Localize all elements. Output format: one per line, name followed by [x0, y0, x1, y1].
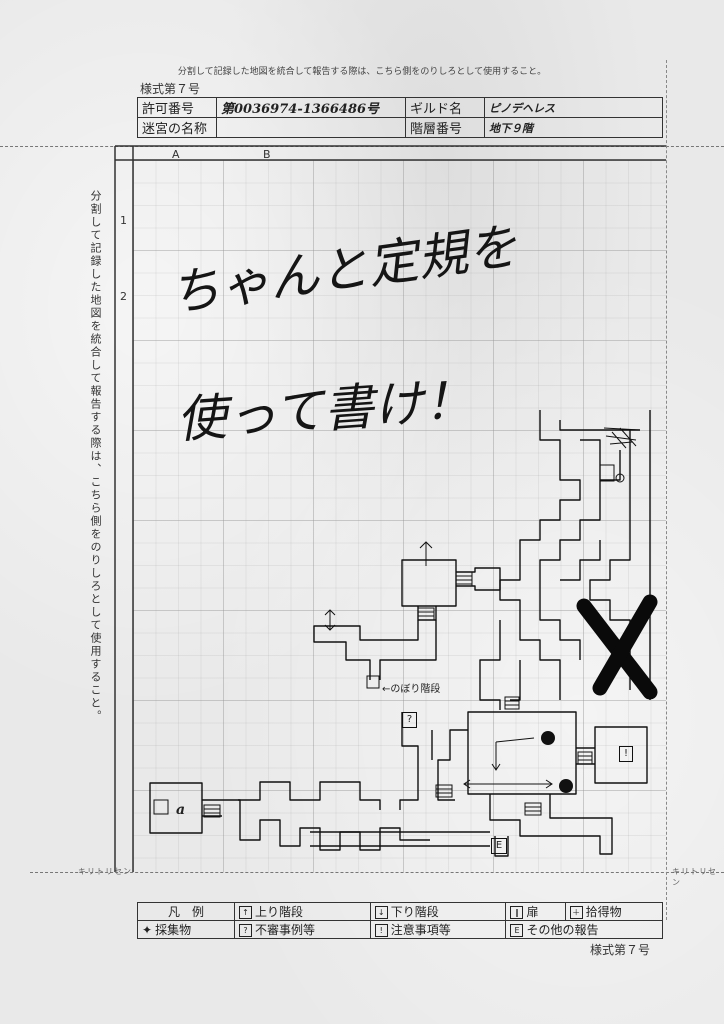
legend-down-stairs: ↓下り階段: [369, 902, 507, 921]
right-cut-line: [666, 60, 667, 920]
form-number-bottom: 様式第７号: [590, 943, 651, 957]
gather-icon: ✦: [142, 923, 153, 937]
legend-up-stairs: ↑上り階段: [234, 902, 371, 921]
cut-label-right: キリトリセン: [672, 867, 717, 887]
legend-title: 凡 例: [137, 902, 235, 921]
marker-e: E: [491, 838, 507, 854]
map-grid: [133, 160, 666, 872]
legend-caution: !注意事項等: [369, 920, 507, 939]
bottom-cut-line: [30, 872, 724, 873]
big-x-mark: [576, 594, 658, 700]
marker-a: a: [176, 802, 186, 818]
marker-question: ?: [402, 712, 417, 728]
row-header-2: 2: [120, 290, 127, 303]
form-number: 様式第７号: [140, 82, 201, 96]
floor-label: 階層番号: [405, 117, 485, 138]
legend-table: 凡 例 ↑上り階段 ↓下り階段 ‖扉 ＋拾得物 ✦採集物 ?不審事例等 !注意事…: [137, 902, 664, 939]
scribbled-area: [603, 427, 641, 449]
pickup-icon: ＋: [569, 906, 583, 919]
caution-icon: !: [374, 924, 388, 937]
cut-label-left: キリトリセン: [78, 867, 132, 876]
column-header-a: A: [172, 148, 180, 161]
legend-gather: ✦採集物: [137, 920, 235, 939]
stairs-note: ←のぼり階段: [382, 684, 441, 695]
unknown-icon: ?: [239, 924, 252, 937]
legend-door: ‖扉: [505, 902, 566, 921]
door-icon: ‖: [510, 906, 524, 919]
column-header-b: B: [263, 148, 271, 161]
down-stairs-icon: ↓: [374, 906, 388, 919]
grid-frame: [114, 145, 666, 872]
stair-markers: [153, 464, 625, 818]
legend-pickup: ＋拾得物: [564, 902, 664, 921]
other-report-icon: E: [510, 924, 524, 937]
permit-label: 許可番号: [137, 97, 217, 118]
top-instruction-note: 分割して記録した地図を統合して報告する際は、こちら側をのりしろとして使用すること…: [177, 67, 547, 77]
enemy-marker-lower: [559, 779, 573, 793]
header-table: 許可番号 第0036974-1366486号 ギルド名 ピノデヘレス 迷宮の名称…: [137, 97, 663, 138]
enemy-marker-upper: [541, 731, 555, 745]
marker-exclamation: !: [619, 746, 633, 762]
side-instruction-note: 分割して記録した地図を統合して報告する際は、こちら側をのりしろとして使用すること…: [89, 190, 102, 723]
dungeon-corridors: [149, 410, 651, 857]
row-header-1: 1: [120, 214, 127, 227]
labyrinth-label: 迷宮の名称: [137, 117, 217, 138]
legend-unknown: ?不審事例等: [234, 920, 371, 939]
floor-value: 地下９階: [484, 117, 663, 138]
up-stairs-icon: ↑: [239, 906, 252, 919]
